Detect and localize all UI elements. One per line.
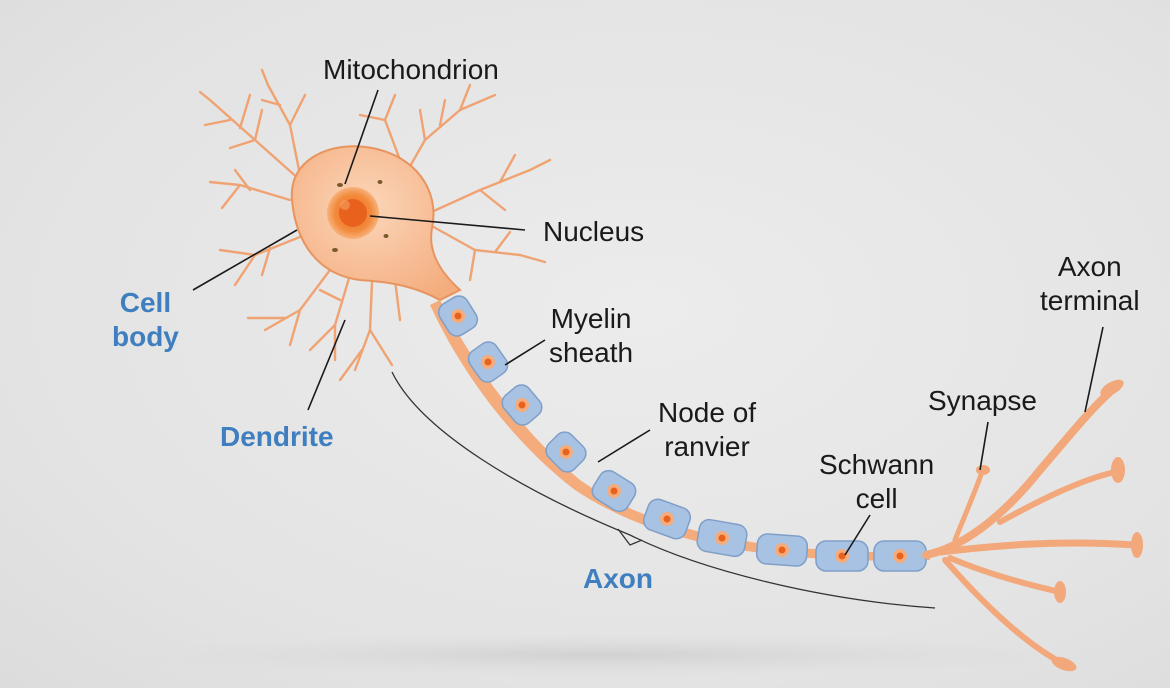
label-axon: Axon: [583, 563, 653, 594]
axon-bracket-notch: [617, 528, 643, 546]
label-cell-body: Cell body: [112, 287, 179, 352]
axon-bracket: [391, 371, 936, 609]
dendrites: [198, 68, 552, 382]
label-axon-terminal: Axon terminal: [1040, 251, 1140, 316]
axon-terminal: [922, 388, 1139, 665]
label-nucleus: Nucleus: [543, 216, 645, 247]
label-myelin-sheath: Myelin sheath: [549, 303, 634, 368]
terminal-buttons: [976, 379, 1143, 672]
label-dendrite: Dendrite: [220, 421, 334, 452]
ground-shadow: [120, 633, 1080, 677]
label-schwann-cell: Schwann cell: [819, 449, 935, 514]
mitochondria: [332, 180, 389, 252]
schwann-nuclei: [451, 309, 907, 563]
label-synapse: Synapse: [928, 385, 1037, 416]
label-mitochondrion: Mitochondrion: [323, 54, 499, 85]
label-node-of-ranvier: Node of ranvier: [658, 397, 757, 462]
leader-lines: [192, 89, 1104, 556]
